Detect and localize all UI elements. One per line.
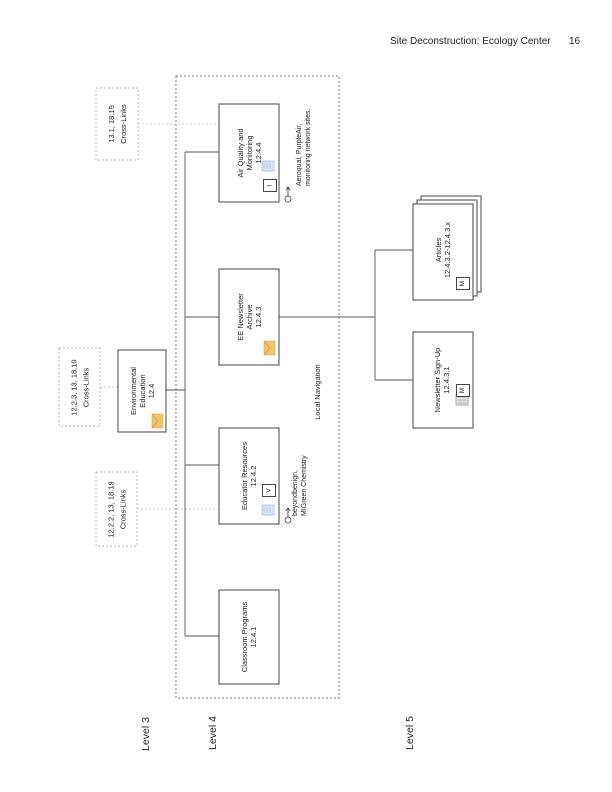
node-id: 12.4.1: [249, 626, 258, 648]
badge-articles: M: [456, 277, 470, 290]
node-title: Classroom Programs: [240, 601, 249, 673]
level-5-label: Level 5: [404, 716, 416, 750]
document-icon: [261, 504, 275, 516]
node-newsletter-archive[interactable]: EE Newsletter Archive 12.4.3: [229, 269, 269, 365]
node-title: EE Newsletter Archive: [235, 293, 254, 341]
envelope-icon: [263, 340, 276, 356]
badge-air-quality: I: [263, 179, 277, 192]
external-note-text: Aeroqual, PurpleAir, monitoring network …: [296, 108, 312, 186]
crosslink-top[interactable]: 13.1, 18.19 Cross-Links: [96, 88, 138, 160]
node-educator-resources[interactable]: Educator Resources 12.4.2: [229, 428, 269, 524]
external-note-text: beyondbenign, MIGreen Chemistry: [292, 455, 308, 516]
crosslink-middle[interactable]: 12.2.3, 13, 18.19 Cross-Links: [60, 349, 101, 427]
node-box-newsletter-signup[interactable]: [412, 331, 474, 429]
external-note-air-quality: Aeroqual, PurpleAir, monitoring network …: [296, 90, 316, 186]
node-id: 12.4.3.1: [442, 366, 451, 394]
node-box-classroom-programs[interactable]: [218, 589, 280, 685]
node-title: Air Quality and Monitoring: [235, 128, 254, 178]
node-id: 12.4: [146, 383, 156, 399]
local-navigation-label: Local Navigation: [311, 357, 323, 427]
external-note-educator: beyondbenign, MIGreen Chemistry: [292, 436, 312, 516]
external-link-icon: [284, 507, 292, 524]
node-newsletter-signup[interactable]: Newsletter Sign-Up 12.4.3.1: [422, 332, 462, 428]
level-4-label: Level 4: [207, 716, 219, 750]
crosslink-ids: 12.2.2, 13, 18.19: [106, 481, 116, 538]
crosslink-label: Cross-Links: [118, 489, 128, 530]
node-id: 12.4.4: [253, 142, 263, 164]
node-title: Educator Resources: [240, 442, 249, 510]
local-navigation-text: Local Navigation: [312, 364, 322, 420]
node-id: 12.4.2: [249, 465, 258, 487]
document-icon: [261, 160, 275, 172]
hierarchy-connectors: [166, 151, 413, 637]
page-number: 16: [569, 36, 581, 47]
level-3-label: Level 3: [140, 717, 152, 751]
external-link-icon: [284, 186, 292, 203]
crosslink-ids: 13.1, 18.19: [106, 105, 116, 143]
node-title: Environmental Education: [128, 367, 147, 415]
badge-signup: M: [456, 384, 470, 397]
node-classroom-programs[interactable]: Classroom Programs 12.4.1: [229, 590, 269, 684]
local-navigation-container: [175, 75, 340, 699]
node-title: Articles: [434, 237, 443, 263]
envelope-icon: [151, 413, 164, 429]
crosslink-label: Cross-Links: [118, 104, 128, 144]
header-title: Site Deconstruction: Ecology Center: [390, 36, 551, 47]
node-title: Newsletter Sign-Up: [433, 347, 442, 413]
crosslink-ids: 12.2.3, 13, 18.19: [69, 359, 79, 416]
node-environmental-education[interactable]: Environmental Education 12.4: [118, 350, 166, 432]
node-id: 12.4.3: [253, 306, 263, 328]
node-id: 12.4.3.2-12.4.3.x: [443, 221, 452, 279]
crosslink-bottom[interactable]: 12.2.2, 13, 18.19 Cross-Links: [97, 473, 138, 547]
badge-educator: V: [262, 484, 276, 497]
crosslink-label: Cross-Links: [81, 367, 91, 408]
